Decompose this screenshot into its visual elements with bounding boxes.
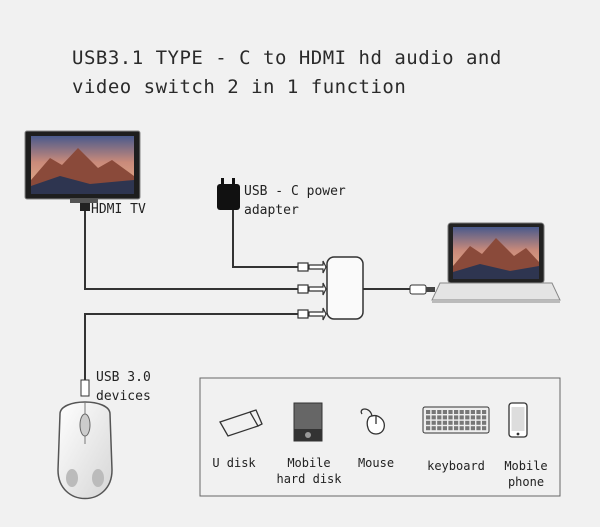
- keyboard-key: [482, 426, 487, 431]
- keyboard-key: [465, 420, 470, 425]
- keyboard-key: [470, 426, 475, 431]
- keyboard-icon: [422, 406, 490, 434]
- device-label-hard-disk: Mobile hard disk: [276, 456, 342, 486]
- keyboard-key: [454, 426, 459, 431]
- mouse-icon: [360, 408, 385, 435]
- keyboard-key: [431, 426, 436, 431]
- keyboard-key: [476, 415, 481, 420]
- hdmi-cable: [84, 210, 298, 290]
- keyboard-key: [437, 410, 442, 414]
- keyboard-key: [426, 410, 431, 414]
- keyboard-key: [426, 420, 431, 425]
- usb-cable: [84, 313, 298, 380]
- keyboard-key: [426, 426, 431, 431]
- power-adapter-label-line-2: adapter: [244, 203, 299, 218]
- usb-c-hub: [297, 256, 435, 321]
- title-line-2: video switch 2 in 1 function: [72, 76, 407, 98]
- keyboard-key: [448, 415, 453, 420]
- keyboard-key: [426, 415, 431, 420]
- keyboard-key: [431, 415, 436, 420]
- title-line-1: USB3.1 TYPE - C to HDMI hd audio and: [72, 47, 502, 69]
- keyboard-key: [465, 426, 470, 431]
- hdmi-tv: [24, 130, 141, 211]
- keyboard-key: [437, 415, 442, 420]
- power-adapter-label-line-1: USB - C power: [244, 184, 346, 199]
- keyboard-key: [437, 420, 442, 425]
- keyboard-key: [459, 410, 464, 414]
- devices-box: [199, 377, 561, 497]
- power-cable: [232, 210, 298, 268]
- keyboard-key: [431, 410, 436, 414]
- power-adapter: [217, 178, 240, 210]
- keyboard-key: [470, 415, 475, 420]
- keyboard-key: [459, 420, 464, 425]
- keyboard-key: [482, 410, 487, 414]
- hard-disk-icon: [293, 402, 323, 442]
- usb-devices-label-line-1: USB 3.0: [96, 370, 151, 385]
- keyboard-key: [442, 420, 447, 425]
- keyboard-key: [476, 410, 481, 414]
- keyboard-key: [448, 420, 453, 425]
- device-label-u-disk: U disk: [212, 456, 256, 470]
- hdmi-tv-label: HDMI TV: [91, 202, 146, 217]
- keyboard-key: [465, 415, 470, 420]
- keyboard-key: [437, 426, 442, 431]
- keyboard-key: [454, 415, 459, 420]
- keyboard-key: [431, 420, 436, 425]
- usb-devices-label-line-2: devices: [96, 389, 151, 404]
- keyboard-key: [459, 426, 464, 431]
- usb-mouse: [57, 379, 113, 500]
- keyboard-key: [476, 426, 481, 431]
- device-label-mouse: Mouse: [357, 456, 395, 470]
- laptop: [431, 222, 561, 303]
- keyboard-key: [470, 410, 475, 414]
- keyboard-key: [448, 410, 453, 414]
- keyboard-key: [482, 415, 487, 420]
- keyboard-key: [442, 426, 447, 431]
- keyboard-key: [465, 410, 470, 414]
- keyboard-key: [454, 410, 459, 414]
- device-label-keyboard: keyboard: [427, 459, 485, 473]
- keyboard-key: [470, 420, 475, 425]
- keyboard-key: [448, 426, 453, 431]
- keyboard-key: [454, 420, 459, 425]
- keyboard-key: [442, 410, 447, 414]
- keyboard-key: [476, 420, 481, 425]
- usb-stick-icon: [219, 409, 263, 437]
- device-label-phone: Mobile phone: [504, 459, 548, 489]
- keyboard-key: [459, 415, 464, 420]
- keyboard-key: [442, 415, 447, 420]
- keyboard-key: [482, 420, 487, 425]
- cables: [84, 210, 420, 380]
- phone-icon: [508, 402, 528, 438]
